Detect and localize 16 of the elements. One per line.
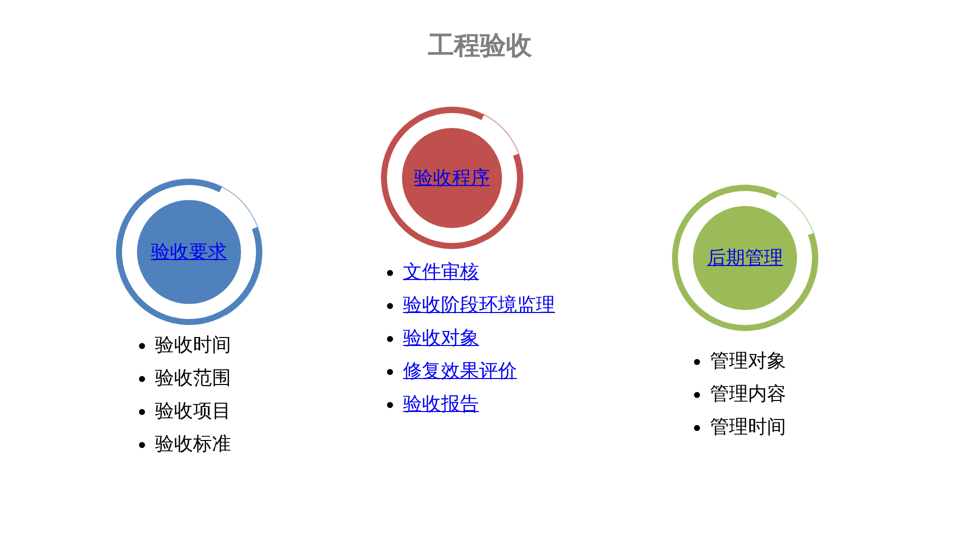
link: 验收报告 — [403, 393, 479, 415]
list-item: 管理对象 — [710, 350, 786, 372]
link: 验收阶段环境监理 — [403, 294, 555, 316]
link: 验收要求 — [150, 240, 228, 265]
list-item: 验收标准 — [155, 433, 231, 455]
list-item: 验收范围 — [155, 367, 231, 389]
list-item: 管理内容 — [710, 383, 786, 405]
link: 验收程序 — [413, 166, 491, 191]
list-item: 验收时间 — [155, 334, 231, 356]
title: 工程验收 — [427, 30, 533, 63]
list-item: 管理时间 — [710, 416, 786, 438]
link: 后期管理 — [706, 246, 784, 271]
link: 文件审核 — [403, 261, 479, 283]
list-item: 验收项目 — [155, 400, 231, 422]
link: 验收对象 — [403, 327, 479, 349]
link: 修复效果评价 — [403, 360, 517, 382]
